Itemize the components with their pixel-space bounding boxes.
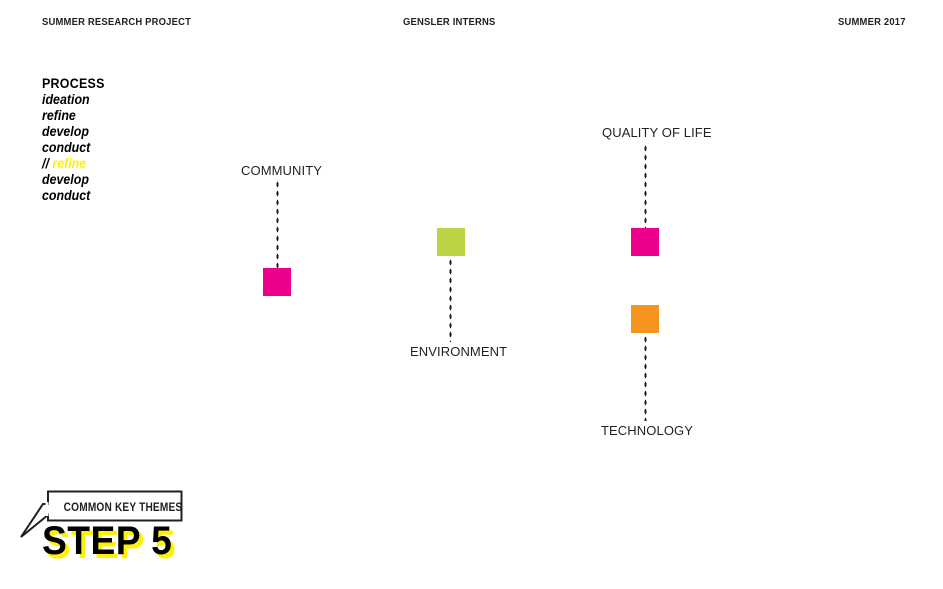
header-project-title: SUMMER RESEARCH PROJECT (42, 16, 192, 28)
process-step-develop-2: develop (42, 172, 89, 187)
callout-label: COMMON KEY THEMES (63, 502, 183, 514)
theme-swatch-environment (437, 228, 465, 256)
step-number-text: STEP 5 (42, 519, 173, 563)
header-team-name: GENSLER INTERNS (403, 16, 496, 28)
theme-label-quality-of-life: QUALITY OF LIFE (602, 125, 712, 140)
process-current-label: refine (52, 156, 87, 171)
theme-label-technology: TECHNOLOGY (601, 423, 694, 438)
process-step-conduct-1: conduct (42, 140, 91, 155)
process-step-refine-1: refine (42, 108, 76, 123)
theme-label-community: COMMUNITY (241, 163, 323, 178)
step-number-shadow: STEP 5 (45, 523, 177, 567)
process-step-ideation: ideation (42, 92, 90, 107)
process-list: PROCESS ideation refine develop conduct … (42, 76, 192, 204)
process-current-marker: // (42, 156, 49, 171)
process-step-develop-1: develop (42, 124, 89, 139)
theme-swatch-community (263, 268, 291, 296)
header-term: SUMMER 2017 (838, 16, 906, 28)
process-heading: PROCESS (42, 76, 105, 91)
process-step-conduct-2: conduct (42, 188, 91, 203)
theme-connector-dotted-line-environment (449, 258, 452, 342)
theme-swatch-technology (631, 305, 659, 333)
callout-bubble-shape (20, 490, 183, 538)
process-step-refine-2-active: // refine (42, 156, 180, 172)
theme-connector-dotted-line-quality-of-life (644, 144, 647, 228)
theme-connector-dotted-line-community (276, 180, 279, 268)
theme-connector-dotted-line-technology (644, 335, 647, 421)
theme-swatch-quality-of-life (631, 228, 659, 256)
step-callout: COMMON KEY THEMES STEP 5 STEP 5 (16, 490, 226, 575)
theme-label-environment: ENVIRONMENT (410, 344, 508, 359)
